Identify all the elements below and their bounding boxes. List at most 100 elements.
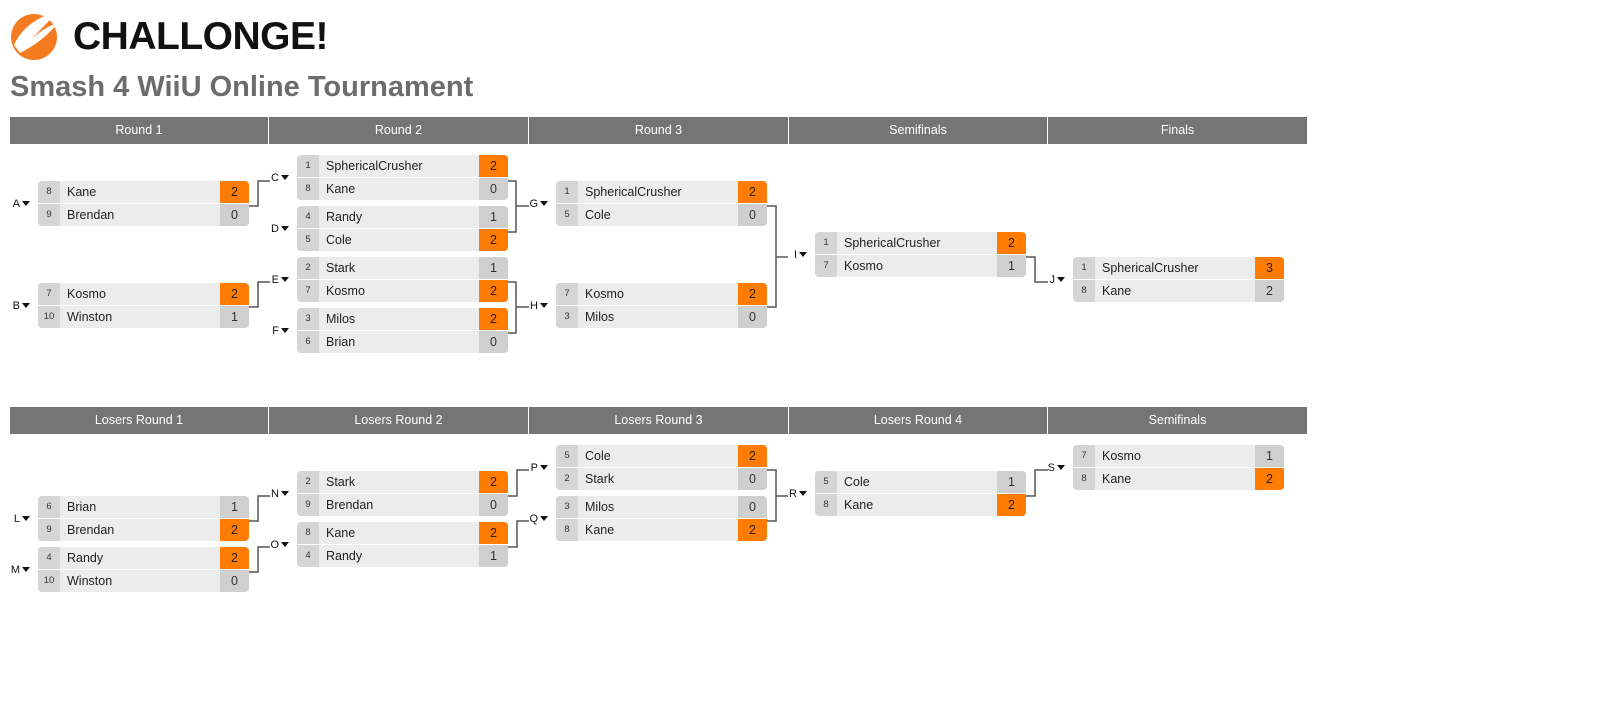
score-cell: 1 — [479, 545, 508, 567]
seed-badge: 1 — [556, 181, 578, 203]
match-id-dropdown[interactable]: H — [526, 299, 548, 313]
match-id-dropdown[interactable]: J — [1043, 273, 1065, 287]
participant-name: Milos — [585, 310, 615, 324]
caret-down-icon — [281, 490, 289, 496]
seed-badge: 4 — [297, 545, 319, 567]
participant-name: Cole — [844, 475, 870, 489]
match-id-dropdown[interactable]: O — [267, 538, 289, 552]
seed-badge: 1 — [815, 232, 837, 254]
participant-name: Kosmo — [844, 259, 883, 273]
caret-down-icon — [281, 225, 289, 231]
score-cell: 0 — [479, 331, 508, 353]
match-id-dropdown[interactable]: I — [785, 248, 807, 262]
seed-badge: 5 — [556, 445, 578, 467]
match-id-dropdown[interactable]: G — [526, 197, 548, 211]
match-id-dropdown[interactable]: A — [8, 197, 30, 211]
match-id-dropdown[interactable]: D — [267, 222, 289, 236]
match-id-dropdown[interactable]: M — [8, 563, 30, 577]
score-cell: 1 — [220, 306, 249, 328]
score-cell: 0 — [738, 306, 767, 328]
match-id-dropdown[interactable]: E — [267, 273, 289, 287]
match-id-label: D — [271, 223, 279, 235]
participant-name: Kane — [1102, 284, 1132, 298]
seed-badge: 7 — [1073, 445, 1095, 467]
match-id-dropdown[interactable]: N — [267, 487, 289, 501]
caret-down-icon — [1057, 464, 1065, 470]
participant-name: Kane — [326, 526, 356, 540]
match-id-label: A — [12, 198, 20, 210]
challonge-logo[interactable]: CHALLONGE! — [10, 9, 328, 61]
caret-down-icon — [799, 251, 807, 257]
participant-name: Kane — [585, 523, 615, 537]
participant-name: Kosmo — [67, 287, 106, 301]
score-cell: 2 — [479, 308, 508, 330]
participant-name: Brendan — [67, 208, 115, 222]
connector-line — [244, 546, 270, 573]
participant-row[interactable]: 9 Brendan 0 — [38, 204, 249, 226]
seed-badge: 4 — [297, 206, 319, 228]
match-id-dropdown[interactable]: P — [526, 461, 548, 475]
match-id-label: P — [530, 462, 538, 474]
losers-round-header: Losers Round 4 — [789, 407, 1047, 434]
score-cell: 1 — [1255, 445, 1284, 467]
participant-name: Stark — [326, 261, 356, 275]
match-id-dropdown[interactable]: F — [267, 324, 289, 338]
match-id-dropdown[interactable]: S — [1043, 461, 1065, 475]
match-id-label: F — [272, 325, 279, 337]
seed-badge: 2 — [297, 257, 319, 279]
score-cell: 0 — [220, 204, 249, 226]
match-id-dropdown[interactable]: C — [267, 171, 289, 185]
seed-badge: 9 — [38, 204, 60, 226]
seed-badge: 6 — [297, 331, 319, 353]
match-id-label: G — [529, 198, 538, 210]
participant-name: SphericalCrusher — [326, 159, 423, 173]
match-id-dropdown[interactable]: L — [8, 512, 30, 526]
logo-wordmark: CHALLONGE! — [73, 15, 328, 58]
match-id-label: J — [1049, 274, 1056, 286]
match-id-dropdown[interactable]: B — [8, 299, 30, 313]
match-id-dropdown[interactable]: R — [785, 487, 807, 501]
caret-down-icon — [540, 515, 548, 521]
seed-badge: 7 — [297, 280, 319, 302]
match-id-dropdown[interactable]: Q — [526, 512, 548, 526]
score-cell: 1 — [997, 471, 1026, 493]
caret-down-icon — [540, 200, 548, 206]
score-cell: 0 — [479, 178, 508, 200]
